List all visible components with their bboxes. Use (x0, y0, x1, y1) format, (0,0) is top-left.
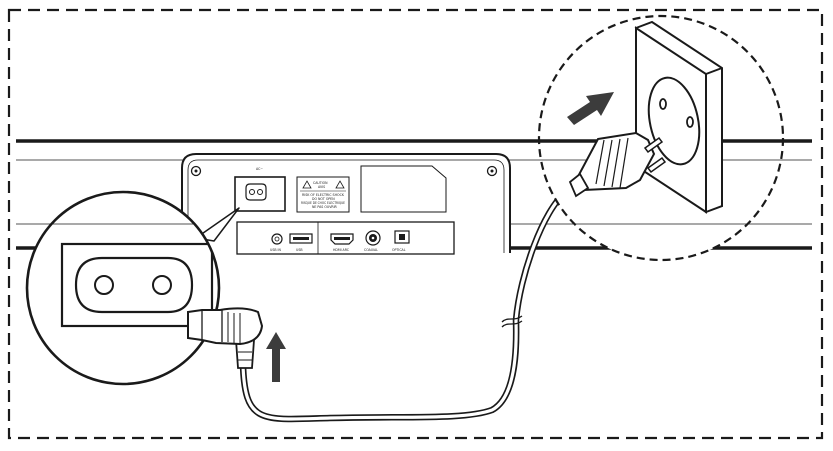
soundbar-rear-panel: AC~ CAUTION AVIS RISK OF ELECTRIC SHOCK … (181, 153, 511, 255)
ac-label: AC~ (256, 167, 263, 171)
port-label-usb: USB (296, 248, 303, 252)
power-cord-icon (187, 188, 570, 423)
insert-arrow-icon (266, 332, 286, 382)
port-coaxial: COAXIAL (364, 230, 381, 252)
port-label-usb-in: USB IN (270, 248, 281, 252)
screw-left (190, 165, 202, 177)
port-label-coaxial: COAXIAL (364, 248, 378, 252)
screw-right (486, 165, 498, 177)
port-label-optical: OPTICAL (392, 248, 406, 252)
euro-plug (568, 131, 667, 198)
plug-direction-arrow (567, 92, 614, 125)
port-label-hdmi-arc: HDMI ARC (333, 248, 350, 252)
wall-socket-magnifier (537, 14, 785, 262)
caution-label: CAUTION AVIS RISK OF ELECTRIC SHOCK DO N… (296, 176, 350, 213)
ac-inlet-small (234, 176, 286, 212)
inlet-magnifier (25, 190, 221, 386)
port-optical: OPTICAL (392, 230, 410, 252)
rating-plate (360, 165, 447, 213)
dashed-frame (7, 8, 824, 440)
caution-line-1: RISK OF ELECTRIC SHOCK (302, 193, 345, 197)
iec-connector (187, 307, 264, 369)
port-usb-in: USB IN (270, 233, 283, 252)
caution-line-2: DO NOT OPEN (312, 197, 335, 201)
port-hdmi-arc: HDMI ARC (330, 233, 354, 252)
caution-line-3: RISQUE DE CHOC ELECTRIQUE (301, 201, 345, 205)
caution-sub: AVIS (318, 185, 325, 189)
caution-line-4: NE PAS OUVRIR (312, 205, 338, 209)
caution-title: CAUTION (313, 181, 328, 185)
port-usb: USB (289, 233, 313, 252)
